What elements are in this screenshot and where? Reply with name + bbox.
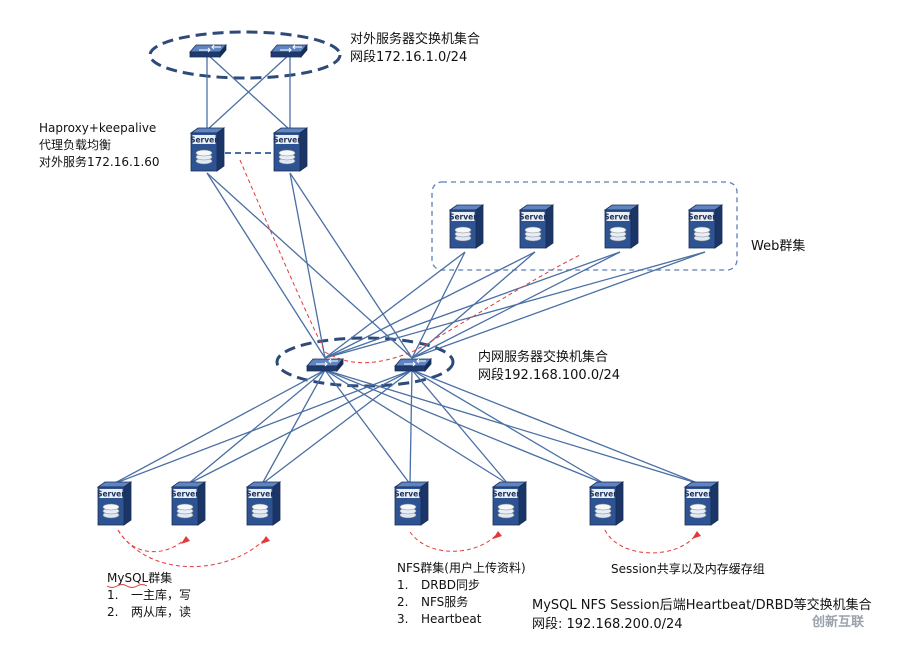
inner-switch-title: 内网服务器交换机集合 bbox=[478, 350, 609, 365]
outer-switch-2 bbox=[270, 44, 308, 58]
red-dashed-links bbox=[117, 159, 698, 568]
outer-switch-title: 对外服务器交换机集合 bbox=[350, 32, 481, 47]
web-server-1 bbox=[448, 204, 484, 249]
list-item: 2.NFS服务 bbox=[397, 595, 469, 609]
inner-switch-2 bbox=[394, 358, 432, 372]
session-server-2 bbox=[683, 481, 719, 526]
proxy-label-3: 对外服务172.16.1.60 bbox=[39, 155, 160, 169]
outer-switch-1 bbox=[189, 44, 227, 58]
red-arrowheads bbox=[181, 531, 701, 544]
web-server-4 bbox=[687, 204, 723, 249]
nfs-group-title: NFS群集(用户上传资料) bbox=[397, 561, 526, 575]
session-server-1 bbox=[588, 481, 624, 526]
proxy-label-2: 代理负载均衡 bbox=[39, 138, 112, 152]
list-item: 1.DRBD同步 bbox=[397, 578, 481, 592]
outer-links bbox=[206, 53, 291, 131]
session-group-title: Session共享以及内存缓存组 bbox=[611, 562, 765, 576]
outer-switch-ellipse bbox=[148, 30, 342, 80]
web-cluster-label: Web群集 bbox=[751, 239, 806, 254]
list-item: 3.Heartbeat bbox=[397, 612, 482, 626]
list-item: 2.两从库，读 bbox=[107, 605, 192, 619]
nfs-group-list: 1.DRBD同步 2.NFS服务 3.Heartbeat bbox=[397, 577, 481, 628]
inner-lower-links bbox=[112, 369, 701, 485]
mysql-group-title: MySQL群集 bbox=[107, 571, 173, 585]
backend-switch-title: MySQL NFS Session后端Heartbeat/DRBD等交换机集合 bbox=[532, 598, 872, 613]
nfs-server-1 bbox=[393, 481, 429, 526]
mysql-group-list: 1.一主库，写 2.两从库，读 bbox=[107, 587, 191, 621]
proxy-server-2 bbox=[272, 127, 308, 172]
outer-switch-subnet: 网段172.16.1.0/24 bbox=[350, 50, 468, 65]
proxy-label-1: Haproxy+keepalive bbox=[39, 121, 157, 135]
backend-switch-subnet: 网段: 192.168.200.0/24 bbox=[532, 617, 683, 632]
web-server-2 bbox=[518, 204, 554, 249]
nfs-server-2 bbox=[491, 481, 527, 526]
list-item: 1.一主库，写 bbox=[107, 588, 192, 602]
proxy-server-1 bbox=[189, 127, 225, 172]
watermark-logo: 创新互联 bbox=[812, 615, 865, 630]
inner-upper-links bbox=[206, 172, 706, 359]
inner-switch-1 bbox=[306, 358, 344, 372]
mysql-server-3 bbox=[245, 481, 281, 526]
web-server-3 bbox=[603, 204, 639, 249]
mysql-server-2 bbox=[170, 481, 206, 526]
inner-switch-subnet: 网段192.168.100.0/24 bbox=[478, 368, 621, 383]
mysql-title-underline bbox=[106, 584, 148, 588]
mysql-server-1 bbox=[96, 481, 132, 526]
